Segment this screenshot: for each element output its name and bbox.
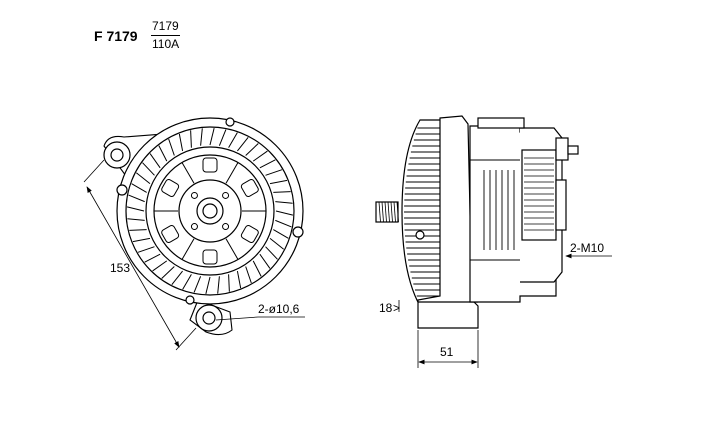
rotor-spoke	[225, 162, 239, 184]
hub-bolt	[190, 191, 198, 199]
housing-fin	[205, 276, 211, 295]
shaft	[202, 203, 218, 219]
ear-boss	[292, 226, 304, 238]
housing-fin	[142, 162, 155, 176]
housing-fin	[217, 276, 220, 294]
dim-offset-arrow: >	[393, 301, 400, 315]
dim-153	[83, 159, 197, 351]
housing-fin	[237, 137, 249, 152]
housing-fin	[178, 133, 184, 152]
housing-fin	[200, 128, 203, 146]
rotor-window	[240, 179, 259, 197]
ear-boss	[116, 184, 128, 196]
housing-fin	[228, 274, 230, 292]
housing-fin	[228, 132, 238, 148]
regulator-box	[521, 149, 557, 241]
housing-fin	[265, 246, 278, 260]
shaft-thread	[393, 201, 396, 223]
housing-fin	[252, 150, 268, 162]
model-code: F 7179	[94, 28, 138, 44]
shaft-ring	[196, 197, 224, 225]
dim-thread-label: 2-M10	[570, 241, 604, 255]
housing-fin	[245, 143, 259, 156]
housing-fin	[275, 201, 293, 204]
bottom-mounting-lug	[195, 304, 223, 332]
housing-fin	[275, 219, 292, 228]
housing-fin	[158, 145, 168, 162]
housing-fin	[182, 274, 192, 290]
terminal-base	[555, 137, 569, 161]
pulley-hub	[178, 179, 242, 243]
dim-offset-label: 18	[379, 301, 393, 315]
rotor-window	[202, 157, 218, 173]
bracket-bolt	[415, 230, 425, 240]
lower-bracket	[189, 299, 233, 336]
ear-boss	[185, 295, 195, 305]
shaft-thread	[396, 201, 399, 223]
shaft-thread	[390, 201, 393, 223]
rotor-window	[240, 225, 259, 243]
housing-fin	[269, 238, 284, 250]
terminal-bolt	[567, 145, 579, 155]
rotor-spoke	[181, 162, 195, 184]
dim-51	[417, 330, 479, 368]
rotor-spoke	[181, 238, 195, 260]
housing-fin	[265, 169, 283, 176]
terminal-side	[555, 179, 567, 231]
shaft-thread	[381, 201, 384, 223]
hub-bolt	[222, 223, 230, 231]
ear-boss	[225, 117, 235, 127]
current-rating: 110A	[152, 37, 180, 51]
housing-fin	[259, 159, 276, 169]
housing-fin	[259, 253, 271, 269]
shaft-thread	[384, 201, 387, 223]
dim-length-label: 51	[440, 345, 454, 359]
housing-fin	[273, 229, 289, 239]
side-view	[375, 115, 579, 329]
housing-fin	[149, 153, 161, 169]
housing-fin	[245, 266, 252, 284]
part-number: 7179	[152, 19, 179, 33]
housing-fin	[269, 179, 288, 185]
housing-fin	[190, 130, 192, 148]
title-block: F 7179 7179 110A	[94, 19, 204, 56]
housing-fin	[209, 127, 215, 146]
top-lug	[477, 117, 525, 129]
hub-bolt	[190, 223, 198, 231]
rotor-spoke	[225, 238, 239, 260]
fraction-line	[151, 35, 180, 36]
housing-fin	[236, 270, 242, 289]
housing-fin	[193, 276, 202, 293]
housing-fin	[168, 138, 175, 156]
hub-bolt	[222, 191, 230, 199]
dim-holes-label: 2-ø10,6	[258, 302, 300, 316]
rotor-window	[202, 249, 218, 265]
front-bracket	[417, 115, 479, 329]
housing-fin	[252, 260, 262, 277]
shaft-thread	[378, 201, 381, 223]
housing-fin	[273, 191, 291, 193]
dim-mount-span-label: 153	[110, 261, 130, 275]
top-mounting-lug	[103, 141, 131, 169]
housing-fin	[275, 210, 294, 216]
dim-holes-leader	[215, 316, 305, 321]
shaft-thread	[387, 201, 390, 223]
housing-fin	[136, 172, 151, 184]
housing-fin	[218, 129, 227, 146]
